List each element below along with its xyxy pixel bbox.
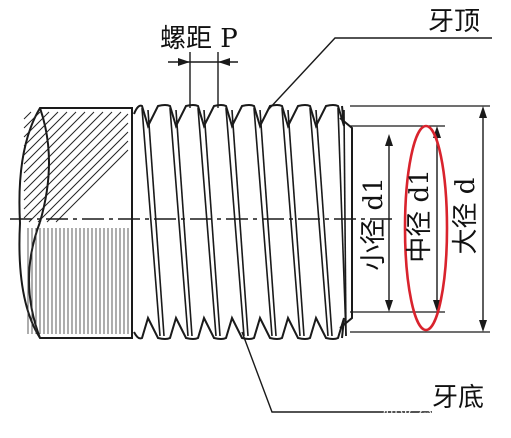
hatch-line	[37, 131, 129, 223]
pitch-diameter-highlight	[403, 124, 449, 332]
major-diameter-label: 大径 d	[451, 178, 481, 255]
thread-crest-profile-top	[133, 104, 345, 129]
arrow-minor-top	[385, 134, 393, 146]
hatch-line	[28, 122, 129, 223]
thread-flank-line	[225, 107, 245, 337]
thread-flank-line	[253, 107, 273, 337]
hatch-line	[23, 111, 77, 165]
threaded-shank	[131, 104, 353, 340]
hatch-line	[23, 111, 59, 147]
pitch-diameter-label: 中径 d1	[405, 169, 435, 262]
crest-leader	[267, 37, 492, 111]
thread-flank-line	[197, 107, 217, 337]
root-label: 牙底	[432, 383, 484, 413]
thread-flank-line	[141, 107, 161, 337]
thread-flank-lines	[141, 107, 347, 337]
extension-lines	[350, 105, 490, 333]
arrow-major-top	[479, 106, 487, 118]
thread-flank-line	[175, 109, 193, 337]
section-hatching	[23, 111, 129, 223]
thread-flank-line	[337, 107, 347, 337]
hatch-line	[23, 111, 68, 156]
hatch-line	[23, 111, 122, 210]
hatch-line	[55, 149, 129, 223]
thread-flank-line	[287, 109, 305, 337]
bolt-head-outline	[18, 107, 133, 339]
thread-flank-line	[281, 107, 301, 337]
bolt-head-break-upper	[39, 107, 50, 223]
root-leader	[241, 331, 432, 413]
thread-flank-line	[259, 109, 277, 337]
thread-flank-line	[169, 107, 189, 337]
thread-flank-line	[203, 109, 221, 337]
hatch-line	[23, 111, 50, 138]
thread-crest-profile-bottom	[133, 315, 345, 340]
thread-flank-line	[343, 109, 347, 337]
pitch-arrow-left	[178, 58, 190, 66]
arrow-major-bottom	[479, 320, 487, 332]
crest-label: 牙顶	[428, 7, 480, 37]
minor-diameter-label: 小径 d1	[359, 177, 389, 270]
hatch-line	[23, 111, 86, 174]
arrow-minor-bottom	[385, 300, 393, 312]
hatch-line	[23, 111, 113, 201]
hatch-line	[23, 111, 95, 183]
pitch-dimension	[168, 52, 238, 108]
knurl-lines	[27, 228, 129, 334]
watermark-text: 知乎 @AMT论坛	[383, 406, 495, 424]
pitch-arrow-right	[218, 58, 230, 66]
thread-flank-line	[147, 109, 165, 337]
thread-flank-line	[309, 107, 329, 337]
hatch-line	[23, 113, 129, 219]
hatch-line	[23, 111, 41, 129]
leader-lines	[241, 37, 492, 413]
hatch-line	[46, 140, 129, 223]
thread-flank-line	[315, 109, 333, 337]
pitch-label: 螺距 P	[160, 24, 238, 54]
hatch-line	[23, 111, 32, 120]
hatch-line	[23, 111, 104, 192]
thread-flank-line	[231, 109, 249, 337]
